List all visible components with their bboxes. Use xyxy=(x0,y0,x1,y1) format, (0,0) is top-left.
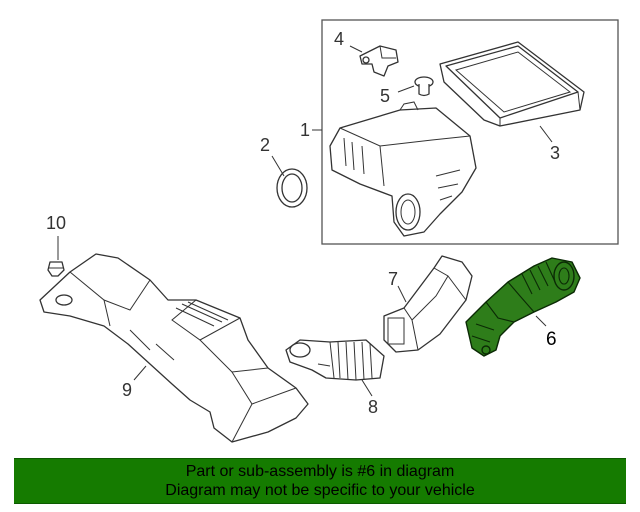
part-5-bolt[interactable] xyxy=(414,76,434,97)
part-8-hose[interactable] xyxy=(285,339,385,381)
callout-9: 9 xyxy=(122,380,133,400)
leader-lines xyxy=(57,45,553,397)
part-6-highlighted[interactable] xyxy=(465,257,581,357)
assembly-box xyxy=(321,19,619,245)
info-banner: Part or sub-assembly is #6 in diagram Di… xyxy=(14,458,626,504)
part-2-seal[interactable] xyxy=(276,168,308,208)
part-7-duct[interactable] xyxy=(383,255,473,353)
callout-5: 5 xyxy=(380,86,391,106)
banner-line-2: Diagram may not be specific to your vehi… xyxy=(165,482,475,499)
callout-3: 3 xyxy=(550,143,561,163)
callout-6: 6 xyxy=(546,329,557,350)
callout-7: 7 xyxy=(388,269,399,289)
callout-1: 1 xyxy=(300,120,311,140)
callout-2: 2 xyxy=(260,135,271,155)
callout-4: 4 xyxy=(334,29,345,49)
part-9-duct[interactable] xyxy=(39,253,309,443)
part-3-filter[interactable] xyxy=(439,41,585,127)
banner-line-1: Part or sub-assembly is #6 in diagram xyxy=(185,463,455,480)
part-4-sensor[interactable] xyxy=(359,45,399,77)
part-1-housing[interactable] xyxy=(329,101,477,237)
callout-10: 10 xyxy=(46,213,67,233)
callout-8: 8 xyxy=(368,397,379,417)
part-10-clip[interactable] xyxy=(47,261,65,277)
parts-diagram xyxy=(39,19,619,443)
